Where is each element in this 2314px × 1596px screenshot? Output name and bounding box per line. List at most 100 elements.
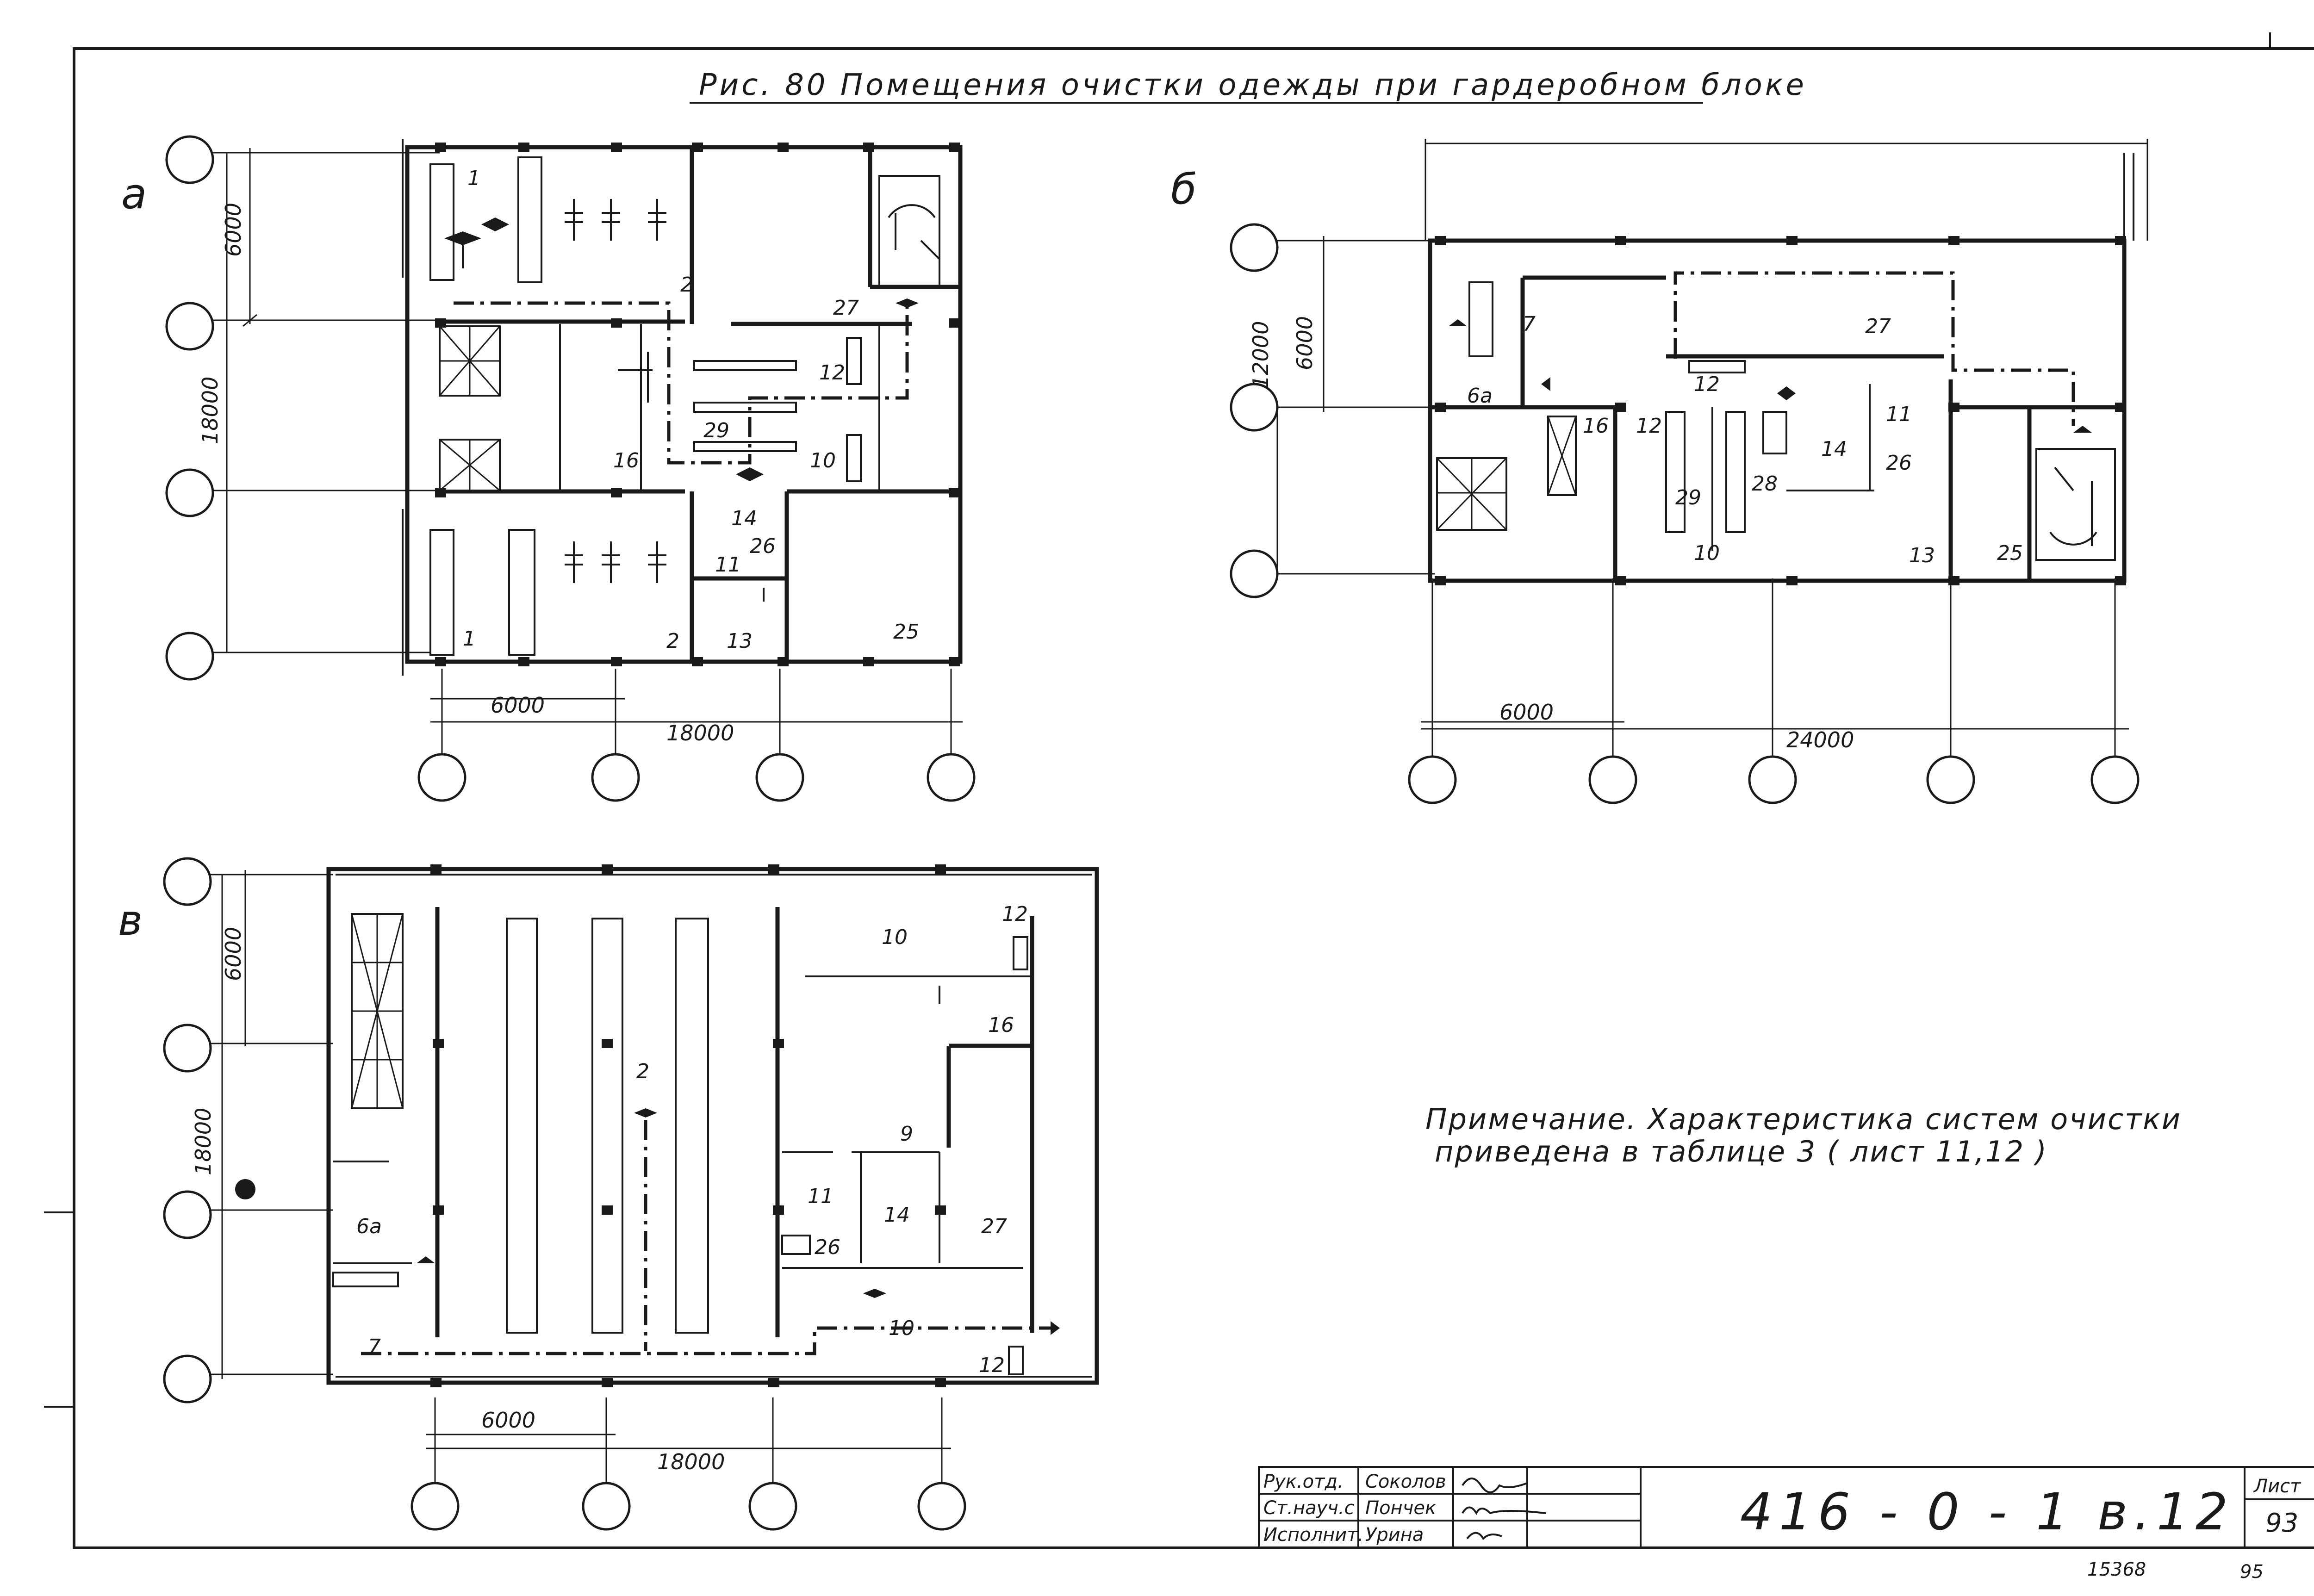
column-marks <box>1435 236 2126 585</box>
dim-side-total: 12000 <box>1248 321 1273 389</box>
room-number: 26 <box>815 1236 840 1259</box>
room-number: 12 <box>979 1354 1005 1377</box>
partitions <box>333 975 1032 1269</box>
dim-side-total: 18000 <box>191 1108 216 1175</box>
column-marks <box>430 864 946 1387</box>
room-number: 1 <box>463 627 476 651</box>
dim-top: 6000 <box>1292 316 1317 370</box>
room-number: 12 <box>1636 414 1662 438</box>
grid-axis-marker <box>163 1190 212 1239</box>
grid-axis-marker <box>1230 223 1279 272</box>
room-number: 27 <box>1865 315 1891 338</box>
bench-group <box>1468 281 1787 533</box>
grid-axis-marker <box>591 753 640 802</box>
title-block-role: Рук.отд. <box>1263 1471 1344 1492</box>
filled-marker <box>235 1179 255 1199</box>
room-number: 16 <box>1583 414 1609 438</box>
dim-bottom-total: 18000 <box>657 1449 725 1474</box>
page-number: 95 <box>2240 1561 2264 1583</box>
room-number: 11 <box>808 1185 834 1208</box>
locker-block <box>1436 416 1577 531</box>
dim-top: 6000 <box>221 203 246 257</box>
dim-side-total: 18000 <box>198 377 223 444</box>
plan-a: а 6000 18000 <box>121 135 976 802</box>
grid-axis-marker <box>1748 755 1797 804</box>
room-number: 2 <box>636 1060 649 1083</box>
grid-axis-marker <box>917 1482 966 1531</box>
axis-lines <box>213 148 963 754</box>
room-number: 25 <box>1997 541 2023 565</box>
room-number: 7 <box>1523 312 1536 336</box>
grid-axis-marker <box>1926 755 1975 804</box>
grid-axis-marker <box>1588 755 1637 804</box>
hanger-rails <box>565 199 666 583</box>
signature <box>1466 1532 1502 1540</box>
stair <box>2035 448 2116 561</box>
room-number: 27 <box>981 1215 1007 1238</box>
fan-symbol <box>1449 319 2092 433</box>
title-block-name: Пончек <box>1365 1497 1436 1519</box>
sheet-label: Лист <box>2253 1476 2302 1497</box>
room-number: 11 <box>715 553 741 577</box>
room-number: 13 <box>727 629 753 653</box>
grid-axis-marker <box>582 1482 631 1531</box>
room-number: 12 <box>1694 373 1720 396</box>
title-block: Рук.отд. Соколов Ст.науч.с Пончек Исполн… <box>1258 1466 2314 1549</box>
bench <box>429 529 454 656</box>
column-marks <box>435 143 960 666</box>
grid-axis-marker <box>1408 755 1457 804</box>
dim-bottom-span: 6000 <box>481 1408 535 1433</box>
bench <box>846 434 862 482</box>
room-number: 2 <box>666 629 679 653</box>
dim-top: 6000 <box>221 927 246 981</box>
dim-bottom-span: 6000 <box>1499 700 1554 725</box>
room-number: 28 <box>1752 472 1778 496</box>
room-number: 27 <box>833 296 859 320</box>
fan-symbol <box>444 217 919 481</box>
signature <box>1462 1478 1528 1493</box>
locker-block <box>439 325 501 491</box>
grid-axis-marker <box>165 302 214 351</box>
bench <box>517 156 542 283</box>
grid-axis-marker <box>748 1482 797 1531</box>
bench <box>508 529 535 656</box>
room-number: 12 <box>819 361 845 385</box>
plan-v: в 6000 18000 6000 18000 <box>118 857 1099 1531</box>
room-number: 7 <box>368 1335 381 1359</box>
grid-axis-marker <box>2090 755 2140 804</box>
axis-lines <box>1276 139 2148 757</box>
airflow-route <box>1673 271 2075 426</box>
bench <box>693 360 797 371</box>
locker-block <box>332 913 404 1287</box>
room-number: 11 <box>1886 403 1912 426</box>
title-block-name: Урина <box>1365 1524 1424 1546</box>
interior-walls <box>435 907 1034 1337</box>
dim-bottom-total: 18000 <box>666 720 734 745</box>
axis-lines <box>211 870 951 1483</box>
room-number: 6а <box>356 1215 382 1238</box>
stair <box>878 175 940 288</box>
airflow-route <box>454 301 909 465</box>
bench <box>693 402 797 413</box>
room-number: 29 <box>703 419 729 442</box>
partitions <box>559 324 880 602</box>
room-number: 14 <box>731 507 757 530</box>
outer-wall <box>405 145 963 664</box>
grid-axis-marker <box>165 632 214 681</box>
plan-b-tag: б <box>1171 165 1197 214</box>
plan-v-tag: в <box>118 896 143 945</box>
room-number: 6а <box>1467 384 1493 408</box>
room-number: 16 <box>613 449 639 472</box>
outer-wall <box>326 867 1099 1385</box>
archive-number: 15368 <box>2087 1559 2146 1580</box>
bench <box>429 163 454 281</box>
sheet-number: 93 <box>2265 1508 2298 1538</box>
title-block-role: Исполнит. <box>1263 1524 1363 1546</box>
interior-walls <box>1430 275 2124 581</box>
room-number: 10 <box>810 449 836 472</box>
title-block-role: Ст.науч.с <box>1263 1497 1355 1519</box>
room-number: 2 <box>680 273 693 297</box>
airflow-route <box>361 1326 1051 1355</box>
room-number: 10 <box>1694 541 1720 565</box>
bench <box>846 337 862 385</box>
